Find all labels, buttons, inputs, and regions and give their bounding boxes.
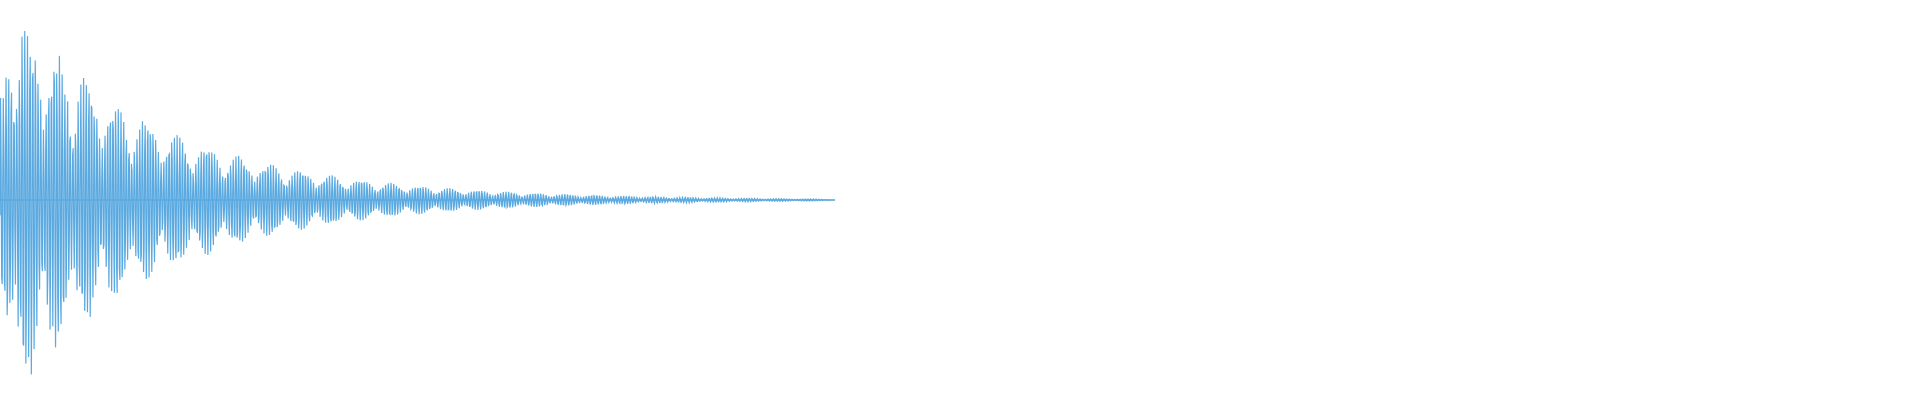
waveform-trace bbox=[0, 31, 835, 375]
